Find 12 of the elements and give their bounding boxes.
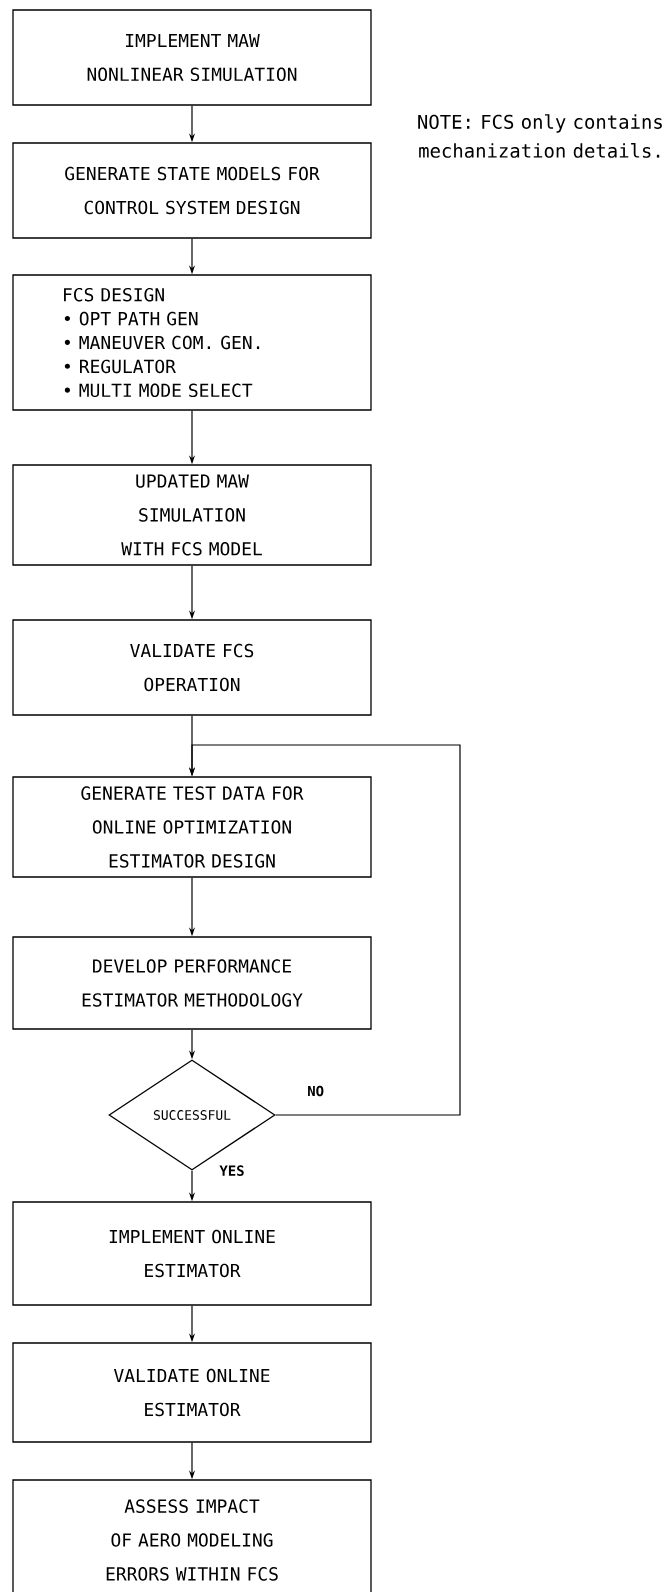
process-box: ASSESS IMPACT OF AERO MODELING ERRORS WITHIN FCS <box>12 1479 372 1592</box>
process-box: FCS DESIGN • OPT PATH GEN • MANEUVER COM. GEN. • REGULATOR • MULTI MODE SELECT <box>12 274 372 411</box>
process-box: GENERATE STATE MODELS FOR CONTROL SYSTEM DESIGN <box>12 142 372 239</box>
process-box: DEVELOP PERFORMANCE ESTIMATOR METHODOLOGY <box>12 936 372 1030</box>
process-box: IMPLEMENT MAW NONLINEAR SIMULATION <box>12 9 372 106</box>
process-box: IMPLEMENT ONLINE ESTIMATOR <box>12 1201 372 1306</box>
process-box: UPDATED MAW SIMULATION WITH FCS MODEL <box>12 464 372 566</box>
process-box: GENERATE TEST DATA FOR ONLINE OPTIMIZATION ESTIMATOR DESIGN <box>12 776 372 878</box>
process-box: VALIDATE ONLINE ESTIMATOR <box>12 1342 372 1443</box>
note-text: NOTE: FCS only contains mechanization details. <box>418 114 662 158</box>
edge-label: NO <box>305 1083 327 1099</box>
process-box: VALIDATE FCS OPERATION <box>12 619 372 716</box>
